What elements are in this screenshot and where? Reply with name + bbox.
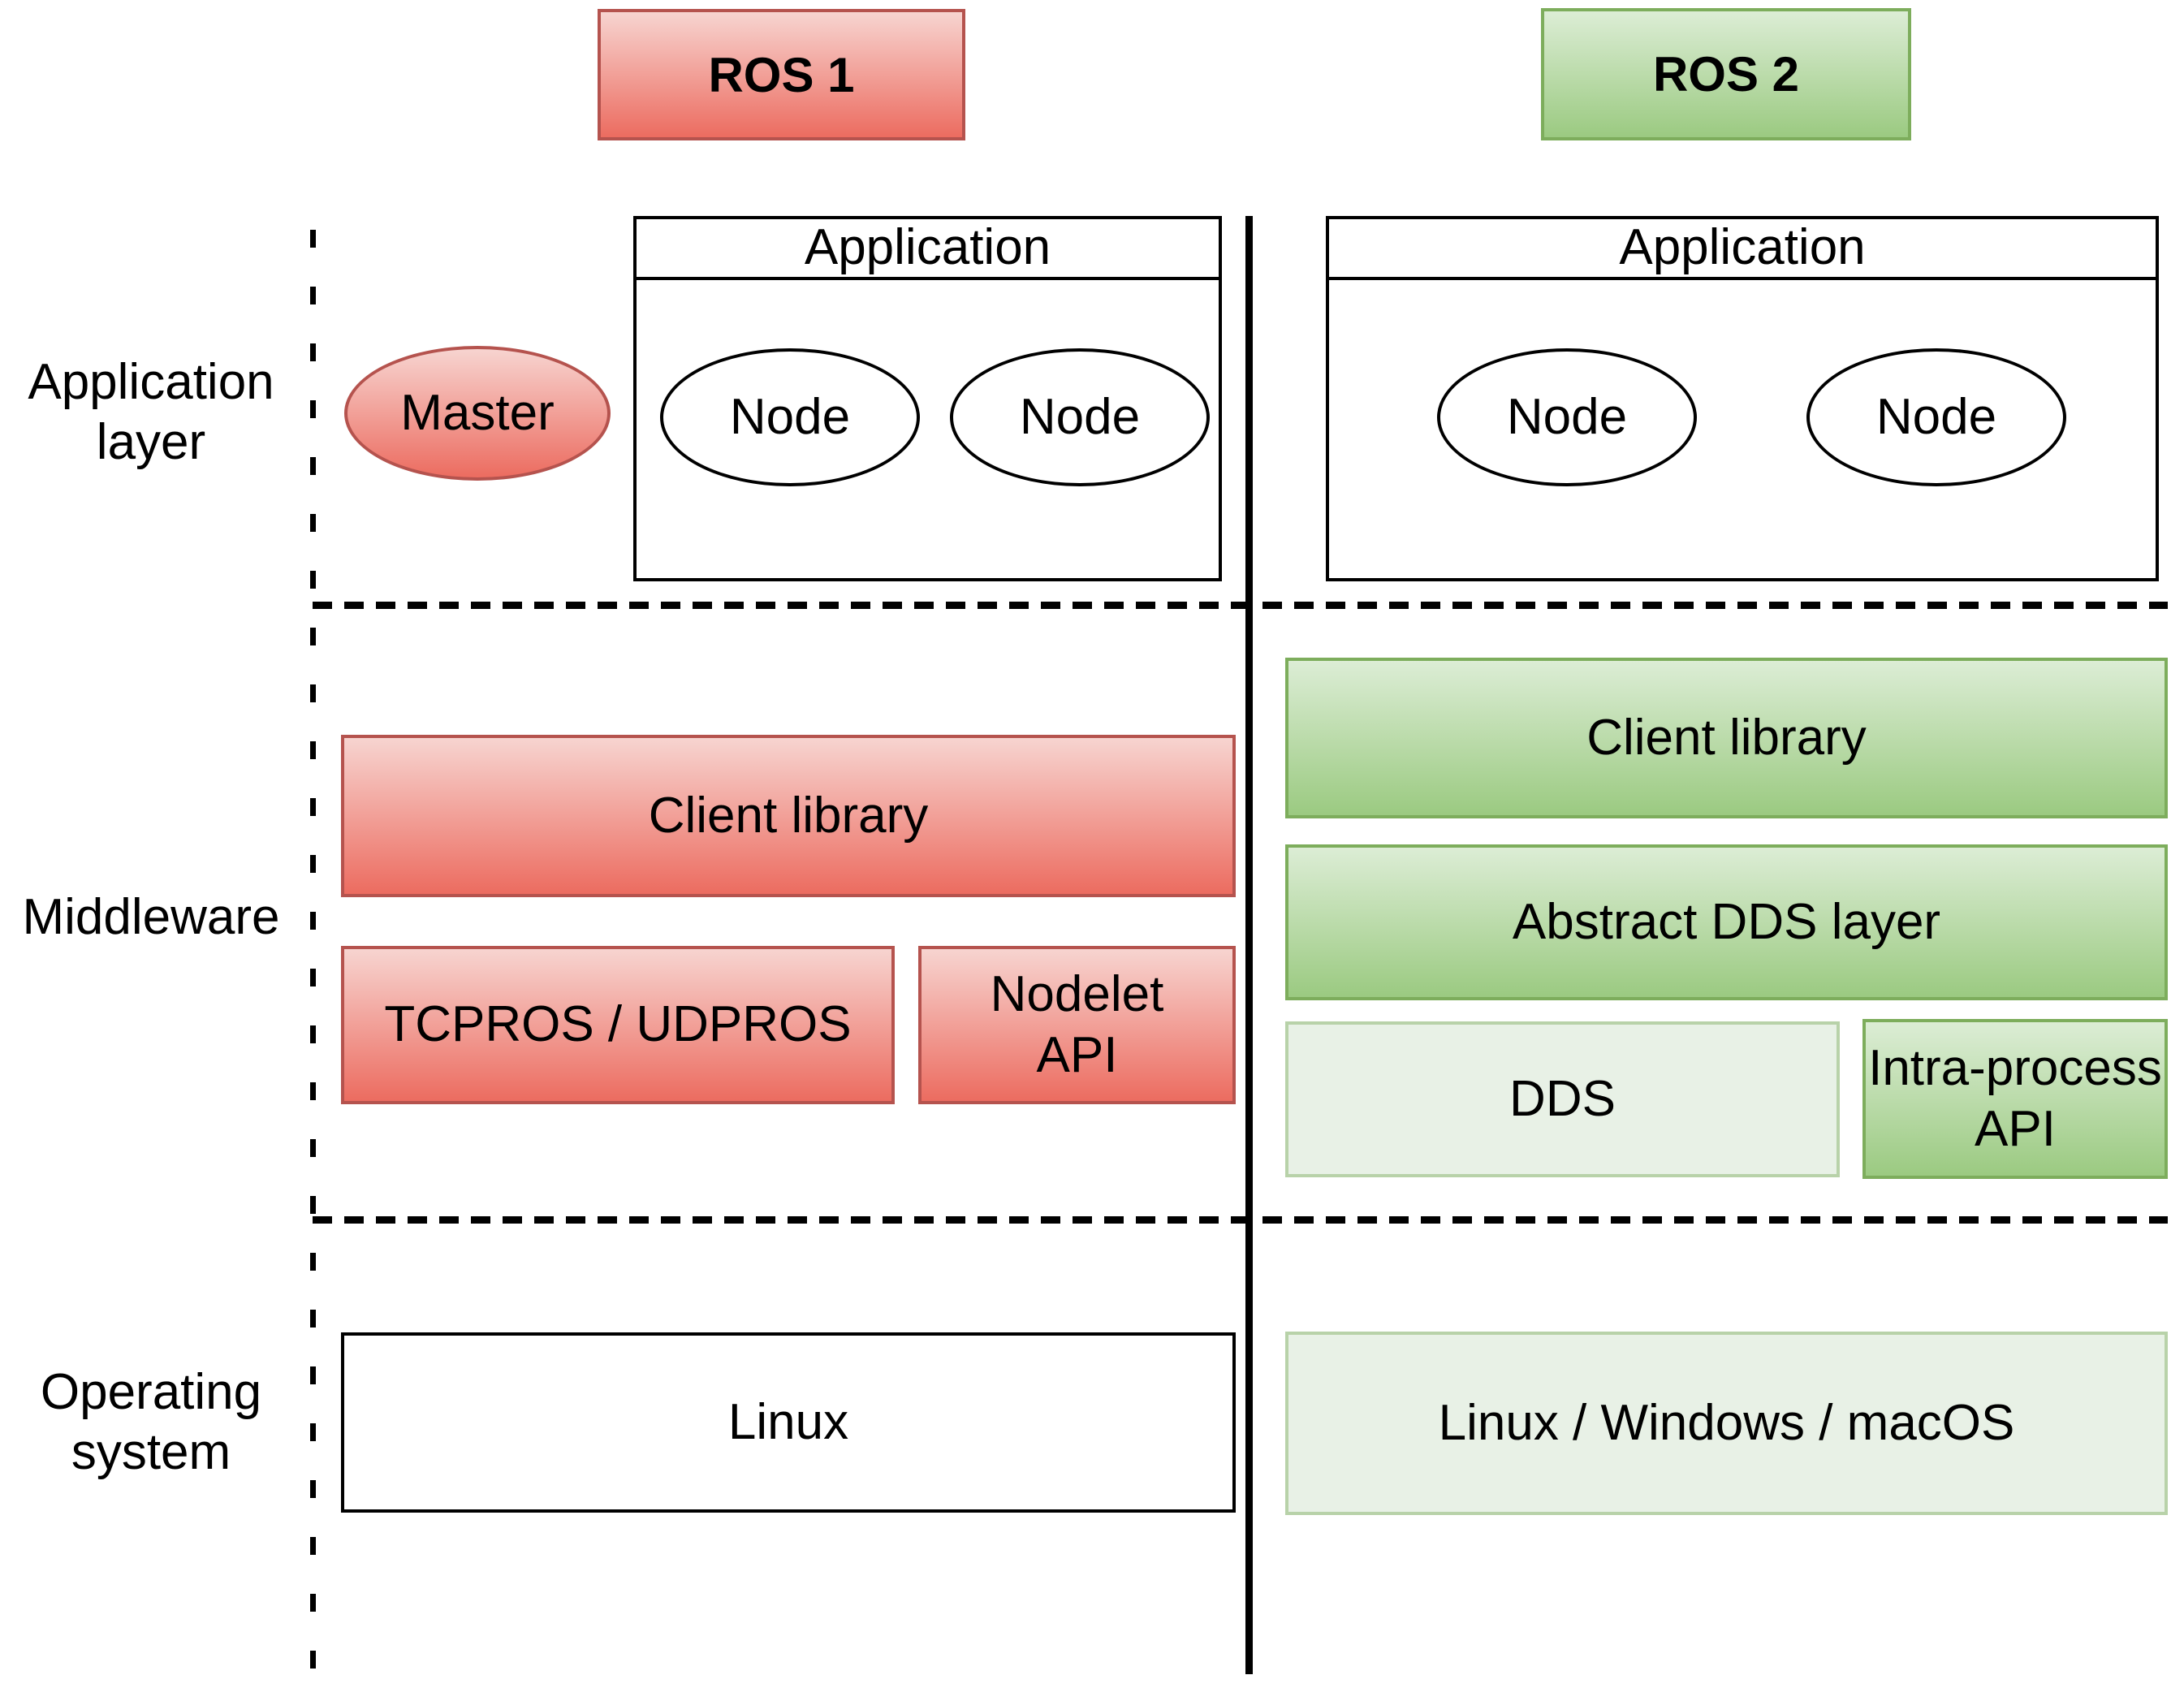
ros1-application-box-title: Application bbox=[804, 219, 1051, 276]
ros1-nodelet-api-label-line1: Nodelet bbox=[990, 966, 1164, 1023]
ros1-nodelet-api-label-line2: API bbox=[1036, 1026, 1118, 1083]
application-middleware-divider-dashed-line bbox=[313, 602, 2168, 609]
ros1-node1-ellipse: Node bbox=[660, 348, 920, 486]
ros1-master-label: Master bbox=[400, 384, 555, 441]
ros1-nodelet-api-box: Nodelet API bbox=[918, 946, 1236, 1104]
ros1-header-box: ROS 1 bbox=[598, 9, 965, 140]
ros2-node1-ellipse: Node bbox=[1437, 348, 1697, 486]
ros2-intra-process-label-line2: API bbox=[1975, 1100, 2056, 1157]
ros1-client-library-label: Client library bbox=[648, 787, 929, 844]
middleware-layer-label: Middleware bbox=[0, 885, 302, 950]
ros1-client-library-box: Client library bbox=[341, 735, 1236, 897]
ros2-dds-label: DDS bbox=[1509, 1070, 1616, 1127]
ros2-dds-box: DDS bbox=[1285, 1021, 1840, 1177]
application-layer-label-line2: layer bbox=[96, 414, 206, 470]
left-boundary-dotted-line bbox=[310, 230, 316, 1674]
operating-system-label-line2: system bbox=[71, 1424, 231, 1480]
operating-system-layer-label: Operating system bbox=[0, 1358, 302, 1487]
ros1-tcpros-udpros-box: TCPROS / UDPROS bbox=[341, 946, 895, 1104]
ros2-intra-process-label-line1: Intra-process bbox=[1868, 1040, 2162, 1097]
ros2-abstract-dds-box: Abstract DDS layer bbox=[1285, 844, 2168, 1000]
ros1-application-box-header: Application bbox=[637, 219, 1219, 280]
ros2-node1-label: Node bbox=[1506, 388, 1628, 445]
ros1-node2-ellipse: Node bbox=[950, 348, 1210, 486]
ros1-header-label: ROS 1 bbox=[708, 47, 855, 102]
ros1-tcpros-udpros-label: TCPROS / UDPROS bbox=[384, 996, 852, 1053]
operating-system-label-line1: Operating bbox=[40, 1363, 262, 1420]
ros1-node1-label: Node bbox=[729, 388, 851, 445]
ros2-os-label: Linux / Windows / macOS bbox=[1438, 1394, 2015, 1451]
ros2-application-box-header: Application bbox=[1329, 219, 2156, 280]
ros1-os-box: Linux bbox=[341, 1332, 1236, 1513]
ros2-node2-ellipse: Node bbox=[1806, 348, 2066, 486]
middleware-os-divider-dashed-line bbox=[313, 1216, 2168, 1224]
ros2-node2-label: Node bbox=[1875, 388, 1997, 445]
ros1-os-label: Linux bbox=[727, 1393, 849, 1450]
ros1-master-ellipse: Master bbox=[344, 346, 611, 481]
ros2-application-box-title: Application bbox=[1619, 219, 1866, 276]
column-divider-line bbox=[1245, 216, 1253, 1674]
ros1-node2-label: Node bbox=[1019, 388, 1141, 445]
application-layer-label-line1: Application bbox=[28, 353, 274, 410]
ros2-client-library-label: Client library bbox=[1586, 709, 1867, 766]
ros2-intra-process-api-box: Intra-process API bbox=[1862, 1019, 2168, 1179]
application-layer-label: Application layer bbox=[0, 348, 302, 477]
ros2-os-box: Linux / Windows / macOS bbox=[1285, 1332, 2168, 1515]
ros2-abstract-dds-label: Abstract DDS layer bbox=[1512, 893, 1941, 950]
ros2-client-library-box: Client library bbox=[1285, 658, 2168, 818]
ros2-header-box: ROS 2 bbox=[1541, 8, 1911, 140]
ros2-header-label: ROS 2 bbox=[1652, 47, 1800, 101]
middleware-layer-label-text: Middleware bbox=[22, 888, 280, 945]
